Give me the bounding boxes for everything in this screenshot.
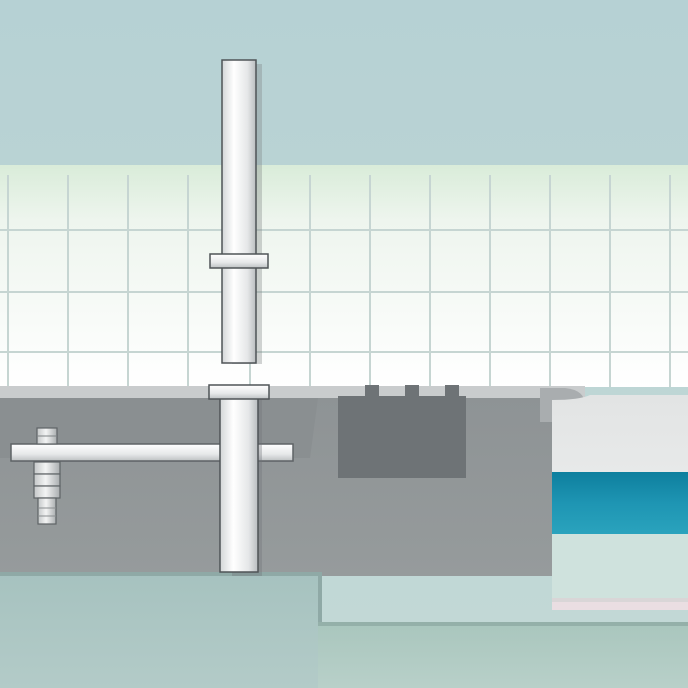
water	[552, 472, 688, 534]
anchor-block	[338, 396, 466, 478]
lower-pipe-collar	[208, 384, 270, 400]
bolt	[33, 427, 61, 525]
upper-pipe	[209, 59, 269, 364]
lower-pipe	[208, 384, 270, 576]
ground	[0, 572, 688, 688]
tiled-wall	[0, 165, 688, 387]
pool	[552, 395, 688, 610]
concrete-slab	[0, 385, 585, 576]
upper-pipe-collar	[209, 253, 269, 269]
